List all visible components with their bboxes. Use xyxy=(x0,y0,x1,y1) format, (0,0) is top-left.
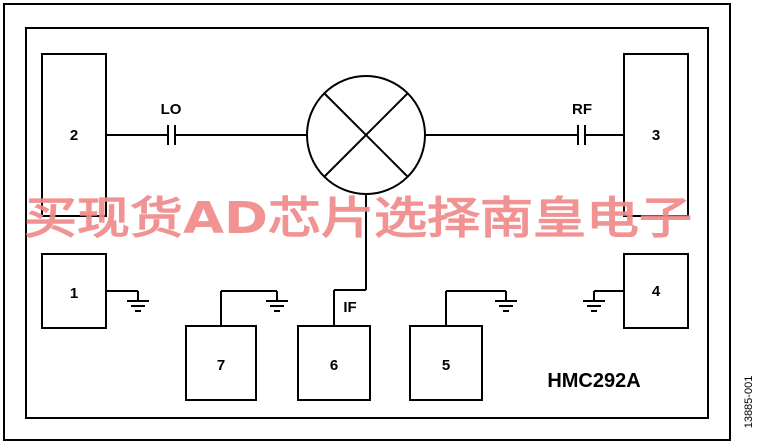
pin-7-label: 7 xyxy=(217,357,225,374)
pin-7-pad xyxy=(185,325,257,401)
pin-1-pad xyxy=(41,253,107,329)
pin-4-pad xyxy=(623,253,689,329)
part-number: HMC292A xyxy=(547,370,640,392)
ground-icon xyxy=(583,300,605,312)
lo-label: LO xyxy=(161,101,182,118)
pin-2-label: 2 xyxy=(70,127,78,144)
watermark-text: 买现货AD芯片选择南皇电子 xyxy=(24,193,692,244)
figure-code: 13885-001 xyxy=(743,376,755,429)
pin-6-label: 6 xyxy=(330,357,338,374)
mixer-cross-b xyxy=(323,92,409,178)
ground-icon xyxy=(495,300,517,312)
if-label: IF xyxy=(343,299,356,316)
ground-icon xyxy=(266,300,288,312)
pin-3-label: 3 xyxy=(652,127,660,144)
ground-icon xyxy=(127,300,149,312)
pin-1-label: 1 xyxy=(70,285,78,302)
pin-4-label: 4 xyxy=(652,283,661,300)
pin-5-pad xyxy=(409,325,483,401)
rf-label: RF xyxy=(572,101,592,118)
pin-6-pad xyxy=(297,325,371,401)
package-inner-border xyxy=(25,27,709,419)
package-outer-border xyxy=(3,3,731,441)
pin-5-label: 5 xyxy=(442,357,450,374)
